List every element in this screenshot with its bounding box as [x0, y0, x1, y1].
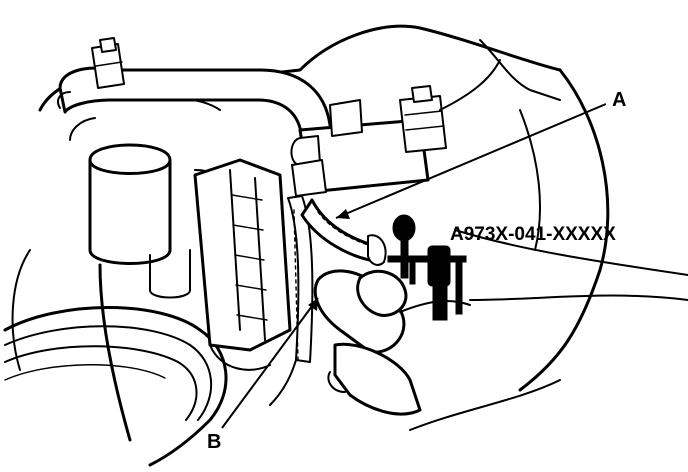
leader-arrow-a — [336, 209, 350, 219]
lower-pipe — [313, 269, 471, 416]
callout-label-a: A — [612, 89, 626, 111]
manifold-block — [193, 158, 292, 371]
upper-hose — [57, 37, 340, 162]
left-canister — [88, 143, 238, 442]
hose-a — [300, 198, 387, 266]
part-number-label: A973X-041-XXXXX — [450, 224, 616, 245]
callout-label-b: B — [207, 431, 221, 453]
purge-valve-assembly — [290, 59, 501, 197]
leader-arrow-b — [308, 298, 318, 311]
hose-b — [269, 195, 314, 406]
special-tool — [387, 214, 467, 321]
pulley-disc — [3, 306, 228, 467]
leader-line-a — [335, 103, 607, 219]
leader-lines — [221, 103, 607, 429]
leader-line-b — [221, 297, 319, 429]
